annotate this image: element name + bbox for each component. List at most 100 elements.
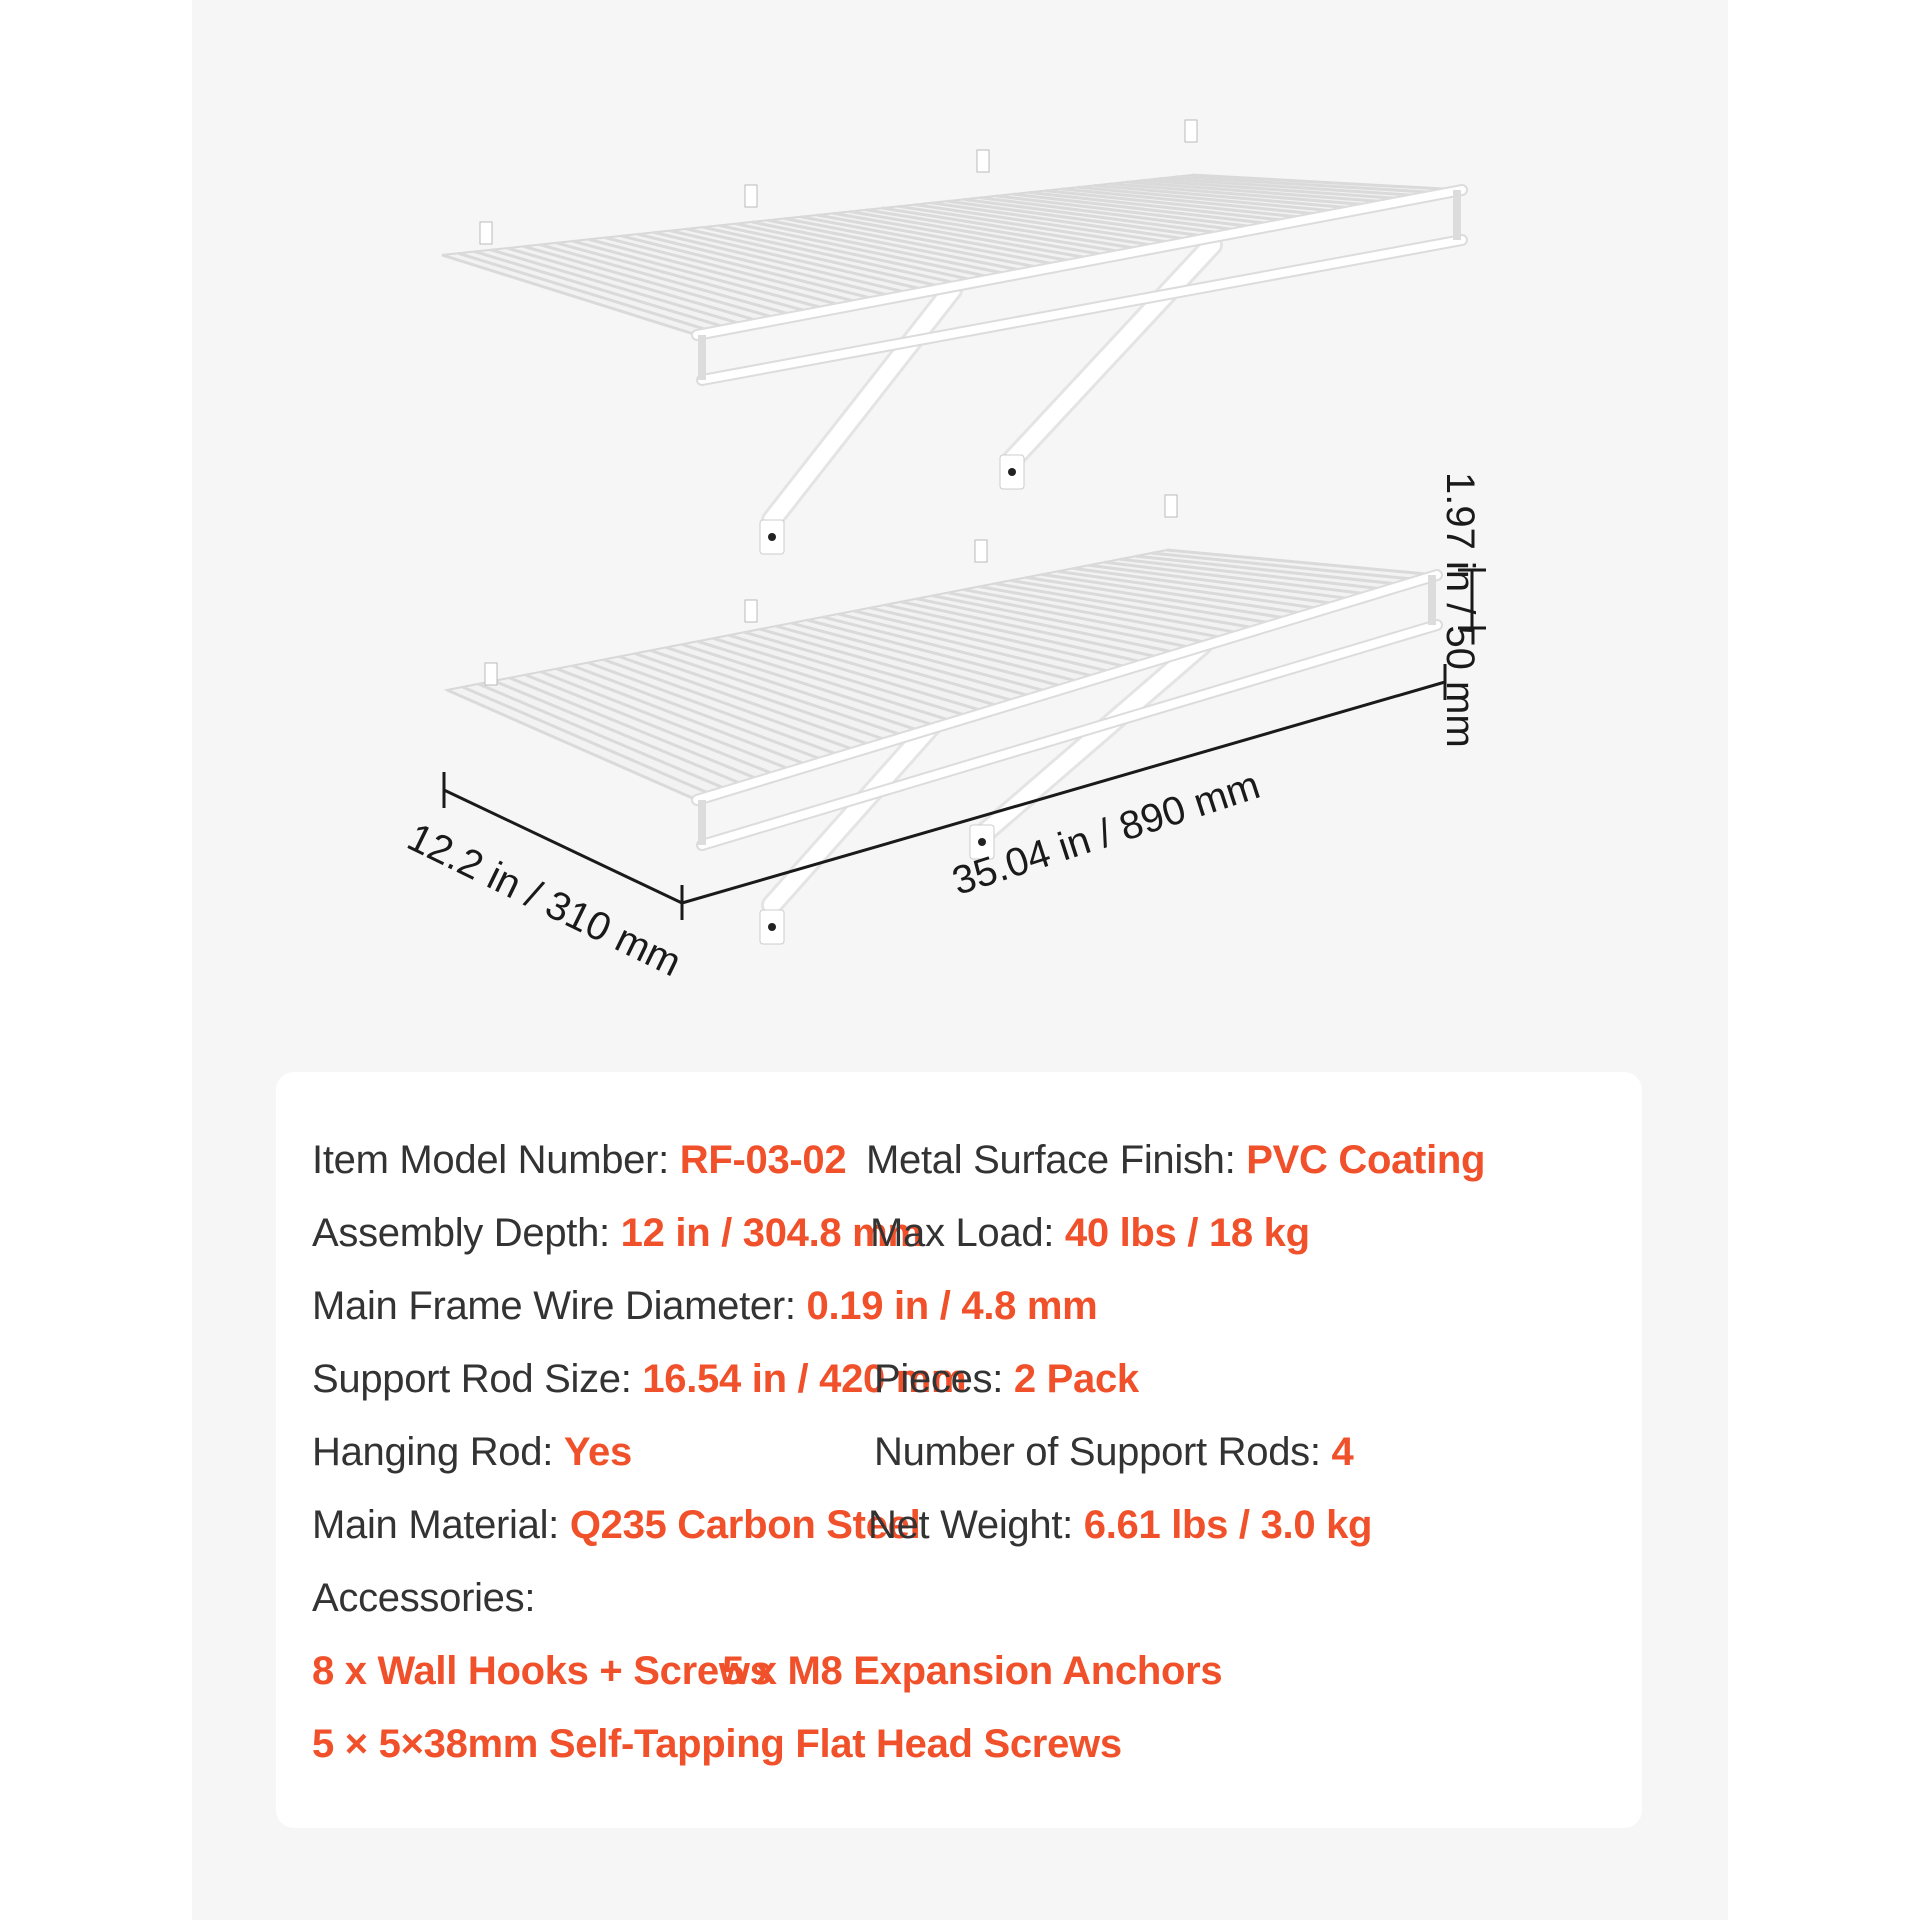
spec-rod-size: Support Rod Size: 16.54 in / 420 mm: [312, 1357, 967, 1402]
shelf-wire: [822, 615, 1084, 685]
spec-depth: Assembly Depth: 12 in / 304.8 mm: [312, 1211, 923, 1256]
spec-value: 0.19 in / 4.8 mm: [806, 1284, 1098, 1328]
shelf-wire: [994, 581, 1261, 631]
shelf-wire: [462, 685, 714, 797]
shelf-wire: [702, 225, 964, 287]
shelf-wire: [931, 594, 1196, 650]
shelf-wire: [1104, 560, 1373, 597]
shelf-wire: [1072, 566, 1341, 606]
shelf-wire: [637, 232, 897, 299]
shelf-wire: [696, 639, 955, 724]
spec-rod-count: Number of Support Rods: 4: [874, 1430, 1354, 1475]
spec-hanging-rod: Hanging Rod: Yes: [312, 1430, 632, 1475]
shelf-wire: [681, 642, 939, 729]
shelf-wire: [916, 597, 1180, 655]
spec-label: Net Weight:: [868, 1503, 1084, 1547]
shelf-wire: [963, 588, 1229, 641]
shelf-wire: [1135, 554, 1405, 587]
accessory-item: 8 x Wall Hooks + Screws: [312, 1649, 772, 1693]
spec-value: PVC Coating: [1246, 1138, 1486, 1182]
shelf-wire: [996, 194, 1263, 230]
shelf-wire: [620, 234, 881, 302]
spec-label: Number of Support Rods:: [874, 1430, 1332, 1474]
shelf-wire: [914, 203, 1180, 246]
shelf-wire: [963, 197, 1230, 236]
shelf-wire: [1077, 185, 1346, 214]
spec-value: 4: [1331, 1430, 1354, 1474]
spec-wire-diameter: Main Frame Wire Diameter: 0.19 in / 4.8 …: [312, 1284, 1098, 1329]
shelf-wire: [833, 211, 1097, 261]
shelf-wire: [947, 199, 1213, 239]
shelf-wire: [898, 204, 1163, 249]
spec-value: RF-03-02: [679, 1138, 847, 1182]
spec-value: 2 Pack: [1013, 1357, 1139, 1401]
spec-label: Metal Surface Finish:: [866, 1138, 1247, 1182]
shelf-wire: [1151, 551, 1422, 582]
shelf-wire: [759, 627, 1020, 704]
shelf-wire: [650, 649, 907, 738]
shelf-wire: [618, 655, 875, 748]
shelf-wire: [978, 585, 1245, 636]
shelf-wire: [775, 624, 1036, 699]
spec-label: Support Rod Size:: [312, 1357, 643, 1401]
shelf-wire: [1045, 189, 1313, 220]
shelf-wire: [1159, 176, 1429, 198]
shelf-wire: [979, 196, 1246, 233]
spec-label: Main Frame Wire Diameter:: [312, 1284, 807, 1328]
accessories-heading: Accessories:: [312, 1576, 536, 1620]
shelf-wire: [523, 244, 781, 321]
shelf-wire: [1119, 557, 1389, 592]
shelf-wire: [1010, 578, 1277, 626]
shelf-wire: [587, 661, 843, 758]
shelf-wire: [869, 606, 1132, 670]
shelf-wire: [572, 239, 831, 312]
bottom-shelf: [443, 494, 1443, 945]
shelf-wire: [1126, 180, 1396, 205]
spec-value: 6.61 lbs / 3.0 kg: [1083, 1503, 1373, 1547]
shelf-wire: [446, 688, 698, 802]
shelf-wire: [800, 215, 1064, 268]
shelf-wire: [865, 208, 1130, 255]
shelf-wire: [540, 670, 795, 773]
dimension-lines: [442, 568, 1486, 920]
shelf-wire: [853, 609, 1116, 675]
shelf-wire: [743, 630, 1004, 709]
shelf-wire: [509, 676, 762, 782]
shelf-wire: [806, 618, 1068, 689]
shelf-wire: [735, 222, 997, 280]
shelf-wire: [930, 201, 1197, 242]
accessory-item: 5 × 5×38mm Self-Tapping Flat Head Screws: [312, 1722, 1122, 1766]
spec-label: Assembly Depth:: [312, 1211, 621, 1255]
shelf-wire: [712, 636, 971, 719]
shelf-wire: [490, 248, 748, 327]
shelf-wire: [539, 243, 798, 318]
shelf-wire: [474, 250, 731, 331]
spec-value: Q235 Carbon Steel: [569, 1503, 921, 1547]
spec-label: Max Load:: [870, 1211, 1065, 1255]
shelf-wire: [1166, 548, 1438, 577]
product-panel: 1.97 in / 50 mm 35.04 in / 890 mm 12.2 i…: [192, 0, 1728, 1920]
shelf-wire: [653, 230, 914, 296]
shelf-wire: [718, 223, 981, 283]
shelf-wire: [493, 679, 746, 787]
shelf-wire: [784, 217, 1047, 271]
spec-net-weight: Net Weight: 6.61 lbs / 3.0 kg: [868, 1503, 1372, 1548]
shelf-wire: [477, 682, 730, 792]
shelf-wire: [1061, 187, 1330, 217]
shelf-wire: [634, 652, 891, 743]
shelf-wire: [837, 612, 1100, 680]
shelf-wire: [849, 210, 1114, 258]
spec-value: 40 lbs / 18 kg: [1064, 1211, 1310, 1255]
shelf-wire: [1142, 178, 1413, 201]
spec-label: Item Model Number:: [312, 1138, 680, 1182]
spec-pieces: Pieces: 2 Pack: [874, 1357, 1139, 1402]
spec-label: Pieces:: [874, 1357, 1014, 1401]
shelf-wire: [728, 633, 987, 714]
shelf-wire: [947, 591, 1213, 645]
shelf-wire: [816, 213, 1080, 264]
shelf-wire: [556, 667, 811, 768]
top-shelf: [441, 119, 1468, 555]
shelf-wire: [1012, 192, 1280, 227]
spec-finish: Metal Surface Finish: PVC Coating: [866, 1138, 1485, 1183]
shelf-wire: [457, 251, 715, 334]
